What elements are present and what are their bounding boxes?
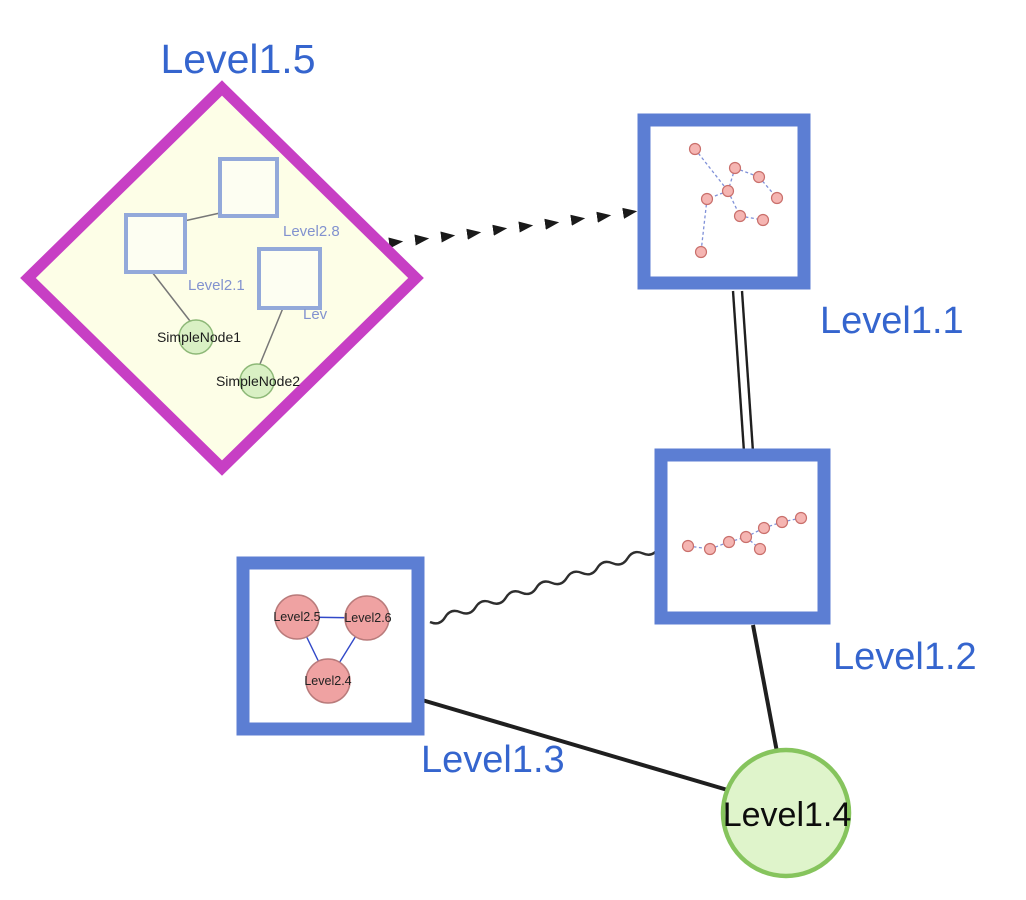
level1-1-minigraph [688, 142, 784, 259]
node-level1-3[interactable]: Level2.5 Level2.6 Level2.4 [236, 556, 425, 736]
label-simplenode2: SimpleNode2 [216, 373, 300, 389]
label-level2-lev: Lev [303, 306, 328, 323]
graph-node[interactable] [694, 245, 708, 259]
graph-node[interactable] [688, 142, 702, 156]
label-level1-5: Level1.5 [160, 36, 315, 82]
node-simplenode2[interactable] [239, 363, 275, 399]
graph-node[interactable] [775, 515, 789, 529]
double-line-2[interactable] [740, 290, 755, 453]
node-level2-4[interactable] [305, 658, 351, 704]
edge-level13-level14[interactable] [421, 698, 732, 793]
label-level2-4: Level2.4 [304, 674, 351, 688]
graph-node[interactable] [794, 511, 808, 525]
diamond-shape[interactable] [20, 80, 424, 476]
graph-node[interactable] [739, 530, 753, 544]
inner-edge-sqlev-simplenode2[interactable] [259, 307, 284, 365]
node-level2-8[interactable] [218, 157, 279, 218]
dashed-arrow-line[interactable] [388, 207, 638, 249]
graph-node[interactable] [728, 161, 742, 175]
level1-2-minigraph [681, 511, 808, 556]
node-level1-4[interactable]: Level1.4 [720, 747, 852, 879]
label-simplenode1: SimpleNode1 [157, 329, 241, 345]
graph-node[interactable] [721, 184, 735, 198]
edge-level13-level12-wavy[interactable] [429, 547, 660, 625]
level1-3-minigraph: Level2.5 Level2.6 Level2.4 [273, 594, 392, 704]
node-simplenode1[interactable] [178, 319, 214, 355]
edge-level11-level12-double[interactable] [731, 290, 755, 453]
graph-node[interactable] [681, 539, 695, 553]
node-level2-6[interactable] [344, 595, 390, 641]
level1-4-circle[interactable] [720, 747, 852, 879]
graph-node[interactable] [756, 213, 770, 227]
graph-node[interactable] [700, 192, 714, 206]
graph-node[interactable] [752, 170, 766, 184]
node-level2-1[interactable] [124, 213, 187, 274]
graph-node[interactable] [703, 542, 717, 556]
node-level1-5[interactable]: Level2.8 Level2.1 Lev SimpleNode1 Simple… [20, 80, 424, 476]
label-level1-2: Level1.2 [833, 636, 977, 678]
node-level1-1[interactable] [637, 113, 811, 290]
edge-level15-level11-dashed-arrow[interactable] [388, 207, 638, 249]
label-level1-3: Level1.3 [421, 739, 565, 781]
graph-node[interactable] [770, 191, 784, 205]
graph-node[interactable] [722, 535, 736, 549]
inner-edge-sq8-sq1[interactable] [183, 212, 221, 222]
label-level1-4: Level1.4 [723, 796, 852, 834]
label-level2-1: Level2.1 [188, 277, 245, 294]
label-level2-8: Level2.8 [283, 223, 340, 240]
level1-1-box[interactable] [637, 113, 811, 290]
level1-3-box[interactable] [236, 556, 425, 736]
node-level2-lev[interactable] [257, 247, 322, 310]
graph-node[interactable] [757, 521, 771, 535]
double-line-1[interactable] [731, 290, 746, 453]
inner-edge-sq1-simplenode1[interactable] [151, 271, 191, 322]
node-level1-2[interactable] [654, 448, 831, 625]
graph-node[interactable] [733, 209, 747, 223]
node-level2-5[interactable] [274, 594, 320, 640]
edge-level12-level14[interactable] [751, 624, 779, 753]
graph-node[interactable] [753, 542, 767, 556]
label-level2-5: Level2.5 [273, 610, 320, 624]
label-level2-6: Level2.6 [344, 611, 391, 625]
label-level1-1: Level1.1 [820, 300, 964, 342]
